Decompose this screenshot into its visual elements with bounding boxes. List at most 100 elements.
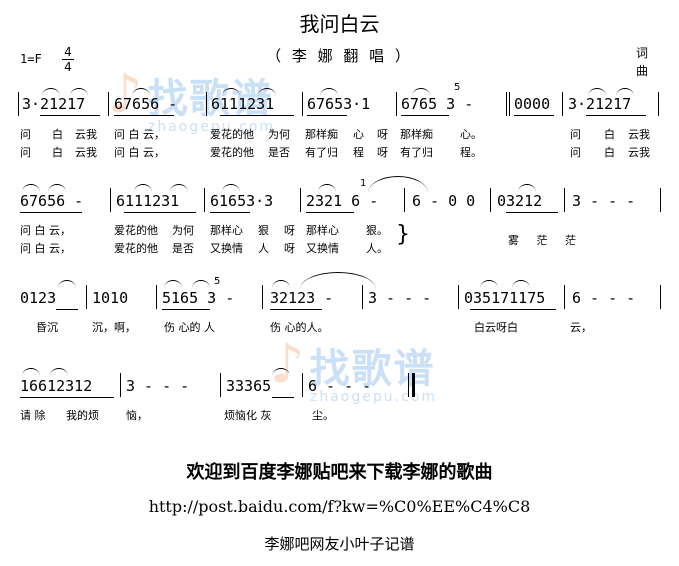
measure: 3 - - - [572, 192, 636, 210]
measure: 6 - - - [572, 289, 636, 307]
lyric: 那样痴 [400, 128, 433, 141]
footer-welcome: 欢迎到百度李娜贴吧来下载李娜的歌曲 [186, 462, 493, 483]
footer-url[interactable]: http://post.baidu.com/f?kw=%C0%EE%C4%C8 [148, 497, 531, 516]
measure: 2321 6 - [306, 192, 379, 210]
lyric: 我的烦 [66, 409, 99, 422]
measure: 67656 - [114, 95, 178, 113]
lyric: 烦恼化 灰 [224, 409, 272, 422]
lyric: 心 [353, 128, 364, 141]
measure: 3·21217 [568, 95, 632, 113]
grace-note: 1 [360, 178, 367, 189]
lyric: 为何 [172, 224, 194, 237]
lyric: 有了归 [305, 146, 338, 159]
lyric: 爱花的他 [210, 128, 254, 141]
lyric: 问 白 云， [114, 146, 165, 159]
credit-lyrics: 词 [636, 46, 649, 60]
measure: 035171175 [464, 289, 546, 307]
brace-icon: } [396, 222, 410, 247]
lyric: 又换情 [306, 242, 339, 255]
measure: 3 - - - [368, 289, 432, 307]
lyric: 为何 [268, 128, 290, 141]
lyric: 问 [20, 128, 31, 141]
lyric: 呀 [377, 146, 388, 159]
lyric: 恼， [126, 409, 148, 422]
grace-note: 5 [454, 82, 461, 93]
lyric: 请 除 [20, 409, 46, 422]
lyric: 白 [604, 128, 615, 141]
lyric: 白 [52, 128, 63, 141]
music-note-icon: ♪ [270, 332, 305, 395]
lyric: 爱花的他 [210, 146, 254, 159]
measure: 6 - - - [308, 377, 372, 395]
lyric: 问 [570, 128, 581, 141]
measure: 33365 [226, 377, 272, 395]
watermark-brand: 找歌谱 [147, 76, 274, 122]
lyric: 伤 心的 人 [164, 321, 215, 334]
lyric: 又换情 [210, 242, 243, 255]
measure: 16612312 [20, 377, 93, 395]
time-signature-bottom: 4 [64, 60, 72, 74]
lyric: 那样心 [210, 224, 243, 237]
lyric: 云， [570, 321, 592, 334]
lyric: 程 [353, 146, 364, 159]
lyric: 爱花的他 [114, 242, 158, 255]
lyric: 云我 [75, 146, 97, 159]
lyric: 云我 [628, 146, 650, 159]
lyric: 狠。 [366, 224, 388, 237]
lyric: 人 [258, 242, 269, 255]
watermark-domain: zhaogepu.com [148, 119, 275, 135]
measure: 0000 [514, 95, 551, 113]
lyric: 心。 [460, 128, 482, 141]
watermark-domain: zhaogepu.com [310, 389, 437, 405]
measure: 6 - 0 0 [412, 192, 476, 210]
lyric: 昏沉 [36, 321, 58, 334]
measure: 61653·3 [210, 192, 274, 210]
lyric: 狠 [258, 224, 269, 237]
time-signature: 4 4 [62, 45, 74, 74]
lyric: 白 [52, 146, 63, 159]
measure: 0123 [20, 289, 57, 307]
lyric: 白 [604, 146, 615, 159]
song-subtitle: （ 李 娜 翻 唱 ） [266, 47, 413, 65]
credit-music: 曲 [636, 64, 649, 78]
lyric: 伤 心的人。 [270, 321, 329, 334]
lyric: 云我 [628, 128, 650, 141]
lyric: 雾 茫 茫 [508, 234, 576, 247]
lyric: 问 白 云， [20, 224, 71, 237]
lyric: 有了归 [400, 146, 433, 159]
lyric: 程。 [460, 146, 482, 159]
time-signature-top: 4 [64, 45, 72, 59]
lyric: 呀 [284, 224, 295, 237]
grace-note: 5 [214, 276, 221, 287]
lyric: 呀 [377, 128, 388, 141]
lyric: 爱花的他 [114, 224, 158, 237]
measure: 5165 3 - [162, 289, 235, 307]
lyric: 云我 [75, 128, 97, 141]
measure: 67656 - [20, 192, 84, 210]
measure: 6765 3 - [401, 95, 474, 113]
lyric: 呀 [284, 242, 295, 255]
lyric: 白云呀白 [474, 321, 518, 334]
watermark-1: ♪ 找歌谱 zhaogepu.com [108, 62, 275, 135]
lyric: 问 白 云， [114, 128, 165, 141]
footer-transcriber: 李娜吧网友小叶子记谱 [264, 535, 415, 553]
lyric: 是否 [172, 242, 194, 255]
lyric: 是否 [268, 146, 290, 159]
measure: 3 - - - [126, 377, 190, 395]
measure: 1010 [92, 289, 129, 307]
lyric: 那样心 [306, 224, 339, 237]
lyric: 人。 [366, 242, 388, 255]
lyric: 问 白 云， [20, 242, 71, 255]
lyric: 问 [20, 146, 31, 159]
measure: 3·21217 [22, 95, 86, 113]
key-signature: 1=F [20, 52, 42, 66]
measure: 32123 - [270, 289, 334, 307]
measure: 6111231 [116, 192, 180, 210]
song-title: 我问白云 [299, 12, 380, 36]
lyric: 尘。 [312, 409, 334, 422]
lyric: 沉，啊， [92, 321, 136, 334]
measure: 03212 [497, 192, 543, 210]
measure: 6111231 [211, 95, 275, 113]
lyric: 那样痴 [305, 128, 338, 141]
measure: 67653·1 [307, 95, 371, 113]
